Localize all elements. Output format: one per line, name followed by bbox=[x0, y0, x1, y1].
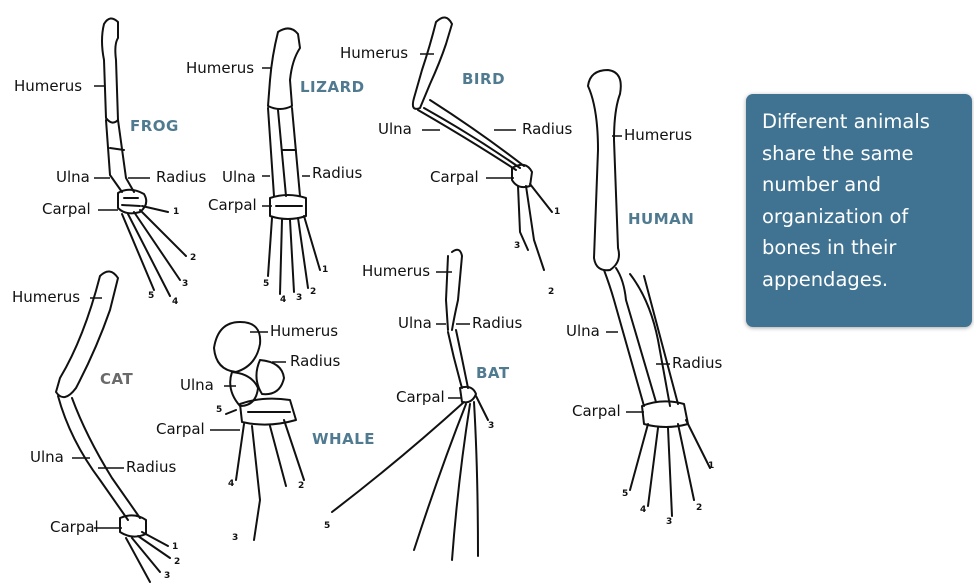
frog-digit-number: 1 bbox=[173, 208, 179, 217]
whale-digit-number: 2 bbox=[298, 482, 304, 491]
lizard-radius-label: Radius bbox=[312, 166, 362, 181]
lizard-name: LIZARD bbox=[300, 80, 365, 95]
bat-radius-label: Radius bbox=[472, 316, 522, 331]
frog-ulna-label: Ulna bbox=[56, 170, 90, 185]
bird-carpal bbox=[512, 165, 532, 187]
lizard-ulna-radius bbox=[268, 108, 300, 196]
bat-ulna-label: Ulna bbox=[398, 316, 432, 331]
info-box-line: bones in their bbox=[762, 232, 964, 264]
cat-humerus-label: Humerus bbox=[12, 290, 80, 305]
lizard-carpal bbox=[270, 195, 306, 219]
bird-humerus bbox=[413, 17, 452, 108]
cat-radius-label: Radius bbox=[126, 460, 176, 475]
cat-carpal-label: Carpal bbox=[50, 520, 99, 535]
bird-digit-number: 3 bbox=[514, 242, 520, 251]
human-name: HUMAN bbox=[628, 212, 694, 227]
bat-digit-number: 5 bbox=[324, 522, 330, 531]
whale-carpal-label: Carpal bbox=[156, 422, 205, 437]
human-carpal bbox=[642, 401, 688, 427]
info-box-line: number and bbox=[762, 169, 964, 201]
human-humerus-label: Humerus bbox=[624, 128, 692, 143]
bat-digit-number: 3 bbox=[488, 422, 494, 431]
frog-name: FROG bbox=[130, 119, 179, 134]
bird-radius-label: Radius bbox=[522, 122, 572, 137]
lizard-digit-number: 4 bbox=[280, 296, 286, 305]
frog-digit-number: 2 bbox=[190, 254, 196, 263]
frog-digit-number: 5 bbox=[148, 292, 154, 301]
human-digits bbox=[630, 420, 710, 516]
frog-carpal bbox=[118, 190, 146, 214]
human-digit-number: 5 bbox=[622, 490, 628, 499]
whale-carpal bbox=[240, 399, 296, 425]
whale-digit-number: 5 bbox=[216, 406, 222, 415]
cat-carpal bbox=[120, 515, 146, 536]
info-box: Different animals share the same number … bbox=[746, 94, 972, 327]
lizard-digit-number: 3 bbox=[296, 294, 302, 303]
bat-ulna-radius bbox=[448, 330, 468, 388]
human-digit-number: 2 bbox=[696, 504, 702, 513]
human-radius-label: Radius bbox=[672, 356, 722, 371]
bat-carpal-label: Carpal bbox=[396, 390, 445, 405]
cat-digit-number: 3 bbox=[164, 572, 170, 581]
lizard-digit-number: 1 bbox=[322, 266, 328, 275]
human-digit-number: 1 bbox=[708, 462, 714, 471]
whale-humerus-label: Humerus bbox=[270, 324, 338, 339]
frog-humerus-label: Humerus bbox=[14, 79, 82, 94]
whale-radius bbox=[256, 360, 284, 394]
bird-digits bbox=[518, 184, 552, 270]
bat-carpal bbox=[460, 387, 476, 402]
whale-digit-number: 3 bbox=[232, 534, 238, 543]
bat-humerus bbox=[446, 250, 462, 330]
lizard-carpal-label: Carpal bbox=[208, 198, 257, 213]
human-digit-number: 4 bbox=[640, 506, 646, 515]
cat-ulna-label: Ulna bbox=[30, 450, 64, 465]
bird-name: BIRD bbox=[462, 72, 505, 87]
cat-digit-number: 2 bbox=[174, 558, 180, 567]
cat-digit-number: 1 bbox=[172, 543, 178, 552]
lizard-humerus bbox=[268, 28, 300, 109]
human-ulna-label: Ulna bbox=[566, 324, 600, 339]
frog-digits bbox=[122, 206, 186, 296]
whale-name: WHALE bbox=[312, 432, 375, 447]
info-box-line: organization of bbox=[762, 201, 964, 233]
info-box-line: share the same bbox=[762, 138, 964, 170]
lizard-digit-number: 5 bbox=[263, 280, 269, 289]
bird-digit-number: 1 bbox=[554, 208, 560, 217]
whale-ulna-label: Ulna bbox=[180, 378, 214, 393]
cat-name: CAT bbox=[100, 372, 133, 387]
bird-humerus-label: Humerus bbox=[340, 46, 408, 61]
lizard-forelimb bbox=[268, 28, 320, 294]
bat-humerus-label: Humerus bbox=[362, 264, 430, 279]
bird-forelimb bbox=[413, 17, 552, 270]
bird-ulna-radius bbox=[418, 100, 524, 170]
whale-digit-number: 4 bbox=[228, 480, 234, 489]
human-humerus bbox=[588, 70, 621, 270]
bird-digit-number: 2 bbox=[548, 288, 554, 297]
lizard-ulna-label: Ulna bbox=[222, 170, 256, 185]
bat-name: BAT bbox=[476, 366, 510, 381]
whale-radius-label: Radius bbox=[290, 354, 340, 369]
bat-digits bbox=[332, 396, 488, 560]
frog-humerus bbox=[102, 18, 118, 122]
frog-forelimb bbox=[102, 18, 186, 296]
human-carpal-label: Carpal bbox=[572, 404, 621, 419]
lizard-humerus-label: Humerus bbox=[186, 61, 254, 76]
frog-digit-number: 3 bbox=[182, 280, 188, 289]
frog-radius-label: Radius bbox=[156, 170, 206, 185]
info-box-line: appendages. bbox=[762, 264, 964, 296]
bird-carpal-label: Carpal bbox=[430, 170, 479, 185]
info-box-line: Different animals bbox=[762, 106, 964, 138]
human-digit-number: 3 bbox=[666, 518, 672, 527]
frog-digit-number: 4 bbox=[172, 298, 178, 307]
frog-carpal-label: Carpal bbox=[42, 202, 91, 217]
lizard-digits bbox=[268, 216, 320, 294]
lizard-digit-number: 2 bbox=[310, 288, 316, 297]
whale-humerus bbox=[214, 322, 260, 372]
bird-ulna-label: Ulna bbox=[378, 122, 412, 137]
